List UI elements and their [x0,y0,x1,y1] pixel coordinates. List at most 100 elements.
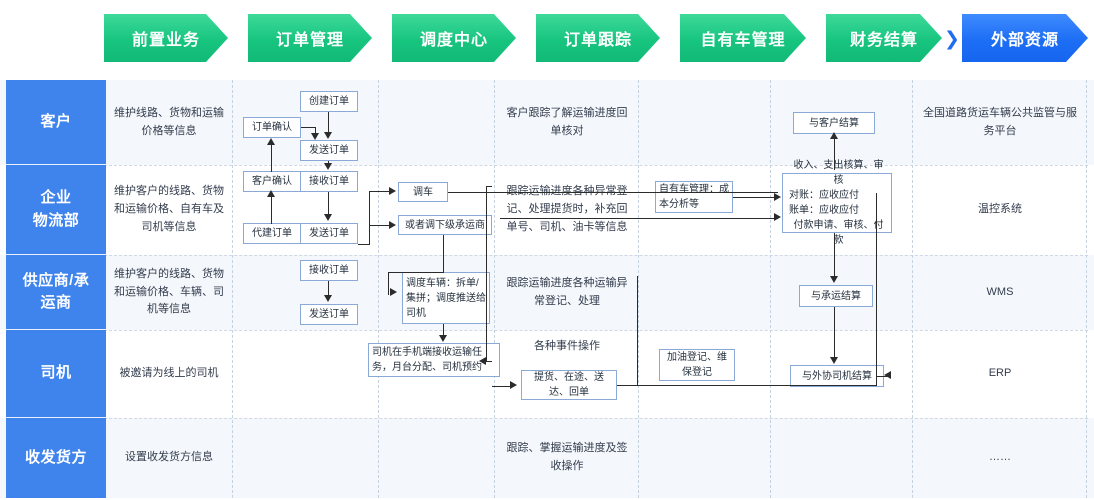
connector-line [328,192,330,216]
node-send-order-1[interactable]: 发送订单 [300,140,358,161]
stage-label: 前置业务 [131,32,200,49]
role-cell-supplier-carrier[interactable]: 供应商/承 运商 [6,255,106,330]
stage-chevron-external-resources[interactable]: 外部资源 [962,14,1088,62]
stage-chevron-pre-business[interactable]: 前置业务 [104,14,228,62]
role-cell-consignor-consignee[interactable]: 收发货方 [6,418,106,498]
connector-line [271,196,273,224]
connector-line [315,127,317,134]
node-send-order-3[interactable]: 发送订单 [300,304,358,325]
cell-pre-business-customer: 维护线路、货物和运输价格等信息 [114,106,224,137]
stage-separator-icon: ❯ [806,26,826,52]
cell-tracking-logistics: 跟踪运输进度各种异常登记、处理提货时，补充回单号、司机、油卡等信息 [506,185,628,233]
role-cell-enterprise-logistics[interactable]: 企业 物流部 [6,165,106,255]
cell-tracking-supplier: 跟踪运输进度各种运输异常登记、处理 [506,276,628,307]
node-refuel-maintenance-log[interactable]: 加油登记、维保登记 [659,349,735,381]
node-dispatch-vehicle[interactable]: 调车 [398,182,448,202]
node-order-confirm[interactable]: 订单确认 [243,117,301,138]
connector-line [369,191,389,193]
arrow-down-icon [830,276,838,283]
stage-separator-icon: ❯ [660,26,680,52]
cell-external-driver: ERP [988,367,1012,380]
column-divider-right-edge [1086,80,1087,498]
connector-line [486,361,492,363]
stage-chevron-order-tracking[interactable]: 订单跟踪 [536,14,660,62]
role-cell-customer[interactable]: 客户 [6,80,106,165]
column-divider-order-dispatch [378,80,379,498]
arrow-down-icon [324,214,332,221]
row-band-supplier [0,255,1094,330]
column-divider-pre-order [232,80,233,498]
node-settle-with-outsourced-driver[interactable]: 与外协司机结算 [790,365,884,387]
cell-tracking-consignee: 跟踪、掌握运输进度及签收操作 [506,442,628,472]
accounting-line-1: 收入、支出核算、审核 [793,160,884,186]
connector-line [876,193,878,385]
arrow-up-icon [267,138,275,145]
node-settle-with-carrier[interactable]: 与承运结算 [799,285,873,307]
connector-line [834,307,836,361]
row-divider [104,330,1088,331]
stage-label: 订单管理 [275,32,344,49]
arrow-left-icon [479,357,486,365]
stage-label: 订单跟踪 [563,32,632,49]
column-divider-dispatch-track [494,80,495,498]
stage-separator-icon: ❯ [372,26,392,52]
node-create-order[interactable]: 创建订单 [300,91,358,112]
connector-line [443,235,445,273]
connector-line [637,276,639,386]
connector-line [271,144,273,172]
row-divider [104,255,1088,256]
connector-line [301,127,316,129]
node-pickup-transit-delivery-receipt[interactable]: 提货、在途、送达、回单 [521,370,617,400]
arrow-down-icon [439,335,447,342]
stage-chevron-dispatch-center[interactable]: 调度中心 [392,14,516,62]
stage-chevron-order-management[interactable]: 订单管理 [248,14,372,62]
arrow-right-icon [389,221,396,229]
cell-external-consignee: …… [989,451,1011,464]
role-label-line1: 供应商/承 [22,271,90,289]
connector-line [328,281,330,297]
role-cell-driver[interactable]: 司机 [6,330,106,418]
connector-line [328,112,330,133]
stage-label: 自有车管理 [700,32,786,49]
node-send-order-2[interactable]: 发送订单 [300,223,358,244]
chevron-right-icon: ❯ [808,28,824,50]
node-accounting-reconciliation[interactable]: 收入、支出核算、审核 对账：应收应付 账单：应收应付 付款申请、审核、付款 [782,160,892,246]
cell-pre-business-consignee: 设置收发货方信息 [125,451,213,464]
stage-chevron-own-fleet[interactable]: 自有车管理 [680,14,806,62]
row-band-logistics [0,165,1094,255]
connector-line [388,272,390,295]
connector-line [733,197,778,199]
connector-line [500,218,778,220]
stage-label: 调度中心 [419,32,488,49]
node-proxy-order[interactable]: 代建订单 [243,223,301,244]
cell-external-logistics: 温控系统 [978,203,1022,216]
connector-line [617,385,877,387]
node-customer-confirm[interactable]: 客户确认 [243,171,301,192]
arrow-down-icon [311,133,319,140]
accounting-line-3: 账单：应收应付 [789,205,859,216]
process-stage-ribbon: 前置业务 ❯ 订单管理 ❯ 调度中心 ❯ 订单跟踪 ❯ 自有车管理 ❯ 财务结算… [0,0,1094,78]
node-dispatch-sub-carrier[interactable]: 或者调下级承运商 [398,215,492,235]
arrow-down-icon [324,132,332,139]
node-settle-with-customer[interactable]: 与客户结算 [793,112,875,134]
node-own-vehicle-management[interactable]: 自有车管理：成本分析等 [655,181,733,213]
node-receive-order-1[interactable]: 接收订单 [300,171,358,192]
stage-separator-icon: ❯ [516,26,536,52]
node-receive-order-2[interactable]: 接收订单 [300,260,358,281]
node-driver-mobile-task[interactable]: 司机在手机端接收运输任务，月台分配、司机预约 [368,343,500,377]
node-dispatch-detail[interactable]: 调度车辆：拆单/集拼；调度推送给司机 [402,272,490,324]
cell-pre-business-logistics: 维护客户的线路、货物和运输价格、自有车及司机等信息 [114,185,224,233]
arrow-up-icon [267,190,275,197]
connector-line [486,186,488,362]
row-band-customer [0,80,1094,165]
accounting-line-4: 付款申请、审核、付款 [793,220,884,246]
accounting-line-2: 对账：应收应付 [789,190,859,201]
row-divider [104,418,1088,419]
column-divider-track-fleet [638,80,639,498]
chevron-right-icon: ❯ [662,28,678,50]
cell-pre-business-driver: 被邀请为线上的司机 [119,367,219,380]
stage-chevron-finance-settlement[interactable]: 财务结算 [826,14,942,62]
arrow-left-icon [884,371,891,379]
connector-line [358,244,370,246]
chevron-right-icon: ❯ [374,28,390,50]
